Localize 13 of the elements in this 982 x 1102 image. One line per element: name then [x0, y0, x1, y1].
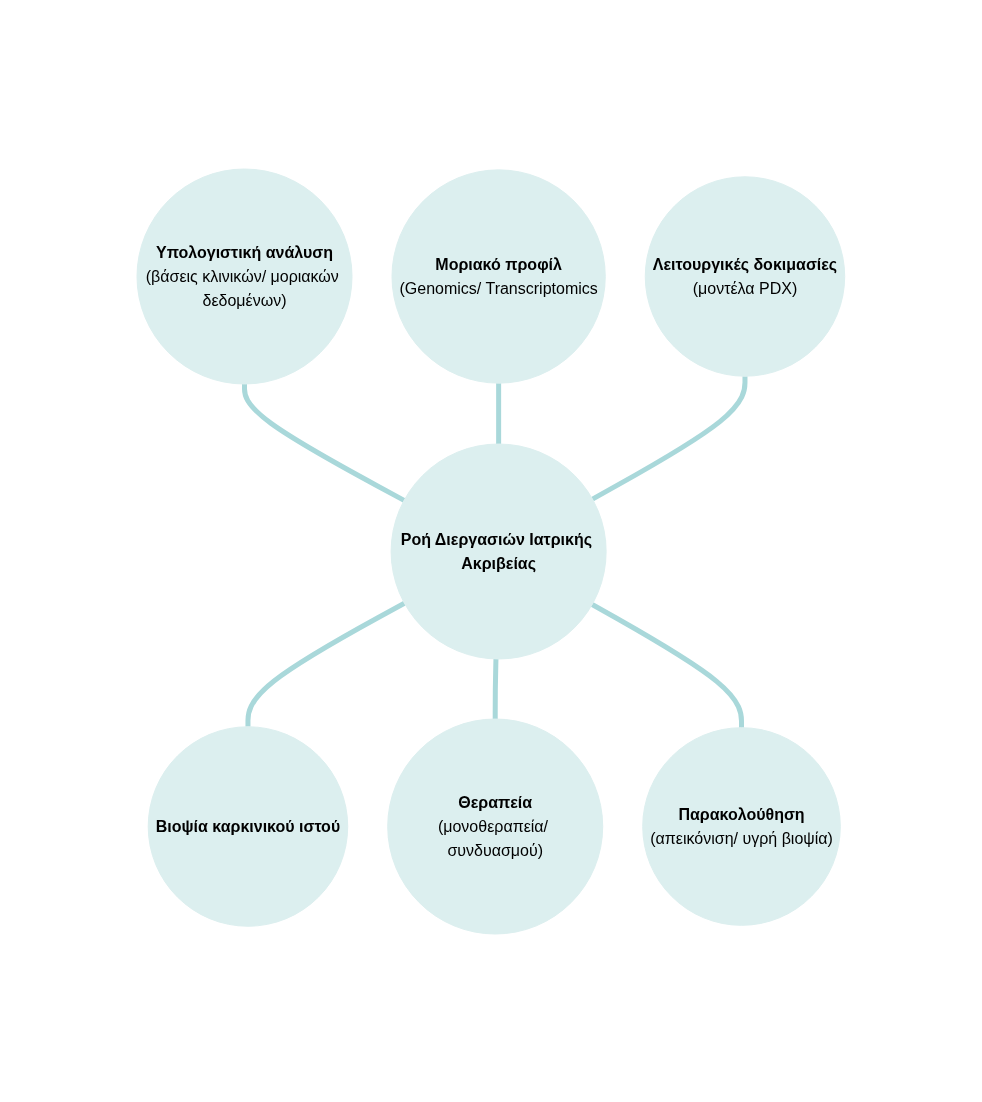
- connector: [496, 382, 502, 444]
- connector: [591, 375, 748, 501]
- node-circle: Θεραπεία (μονοθεραπεία/ συνδυασμού): [387, 718, 604, 934]
- node-circle: Ροή Διεργασιών Ιατρικής Ακριβείας: [390, 443, 607, 659]
- node-circle: Λειτουργικές δοκιμασίες (μοντέλα PDX): [644, 175, 846, 377]
- node-circle: Μοριακό προφίλ (Genomics/ Transcriptomics: [391, 168, 606, 384]
- node-circle: Βιοψία καρκινικού ιστού: [147, 725, 349, 927]
- connector: [492, 658, 499, 719]
- node-circle: Υπολογιστική ανάλυση (βάσεις κλινικών/ μοριακών δεδομένων): [136, 168, 353, 384]
- node-circle: Παρακολούθηση (απεικόνιση/ υγρή βιοψία): [642, 726, 841, 926]
- connector: [245, 600, 406, 727]
- connector: [591, 601, 745, 728]
- connector: [242, 383, 406, 503]
